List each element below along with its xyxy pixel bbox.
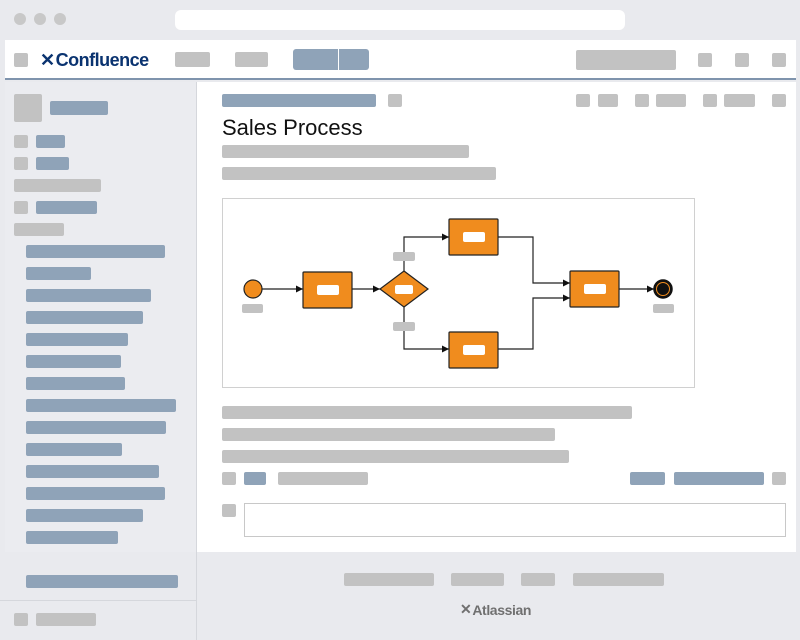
body-text-line — [222, 428, 555, 441]
label-tag[interactable] — [630, 472, 665, 485]
commenter-avatar — [222, 504, 236, 517]
gateway-label — [395, 285, 413, 294]
create-dropdown-button[interactable] — [339, 49, 369, 70]
sidebar-border — [196, 552, 197, 640]
help-icon[interactable] — [698, 53, 712, 67]
sidebar-item-pages[interactable] — [36, 135, 65, 148]
edit-icon[interactable] — [576, 94, 590, 107]
breadcrumb[interactable] — [222, 94, 376, 107]
page-tree-item[interactable] — [26, 487, 165, 500]
window-maximize-dot[interactable] — [54, 13, 66, 25]
like-icon[interactable] — [222, 472, 236, 485]
flow-arrow — [498, 236, 570, 287]
label-tag[interactable] — [674, 472, 764, 485]
task-label — [463, 232, 485, 242]
condition-label — [393, 322, 415, 331]
window-minimize-dot[interactable] — [34, 13, 46, 25]
footer-link[interactable] — [573, 573, 664, 586]
end-label — [653, 304, 674, 313]
space-name[interactable] — [50, 101, 108, 115]
collapse-sidebar-icon[interactable] — [14, 613, 28, 626]
footer-link[interactable] — [521, 573, 555, 586]
app-name: Confluence — [55, 49, 150, 70]
page-tree-item[interactable] — [26, 289, 151, 302]
space-logo[interactable] — [14, 94, 42, 122]
space-tools-link[interactable] — [26, 575, 178, 588]
page-title: Sales Process — [222, 115, 363, 140]
page-tree-item[interactable] — [26, 355, 121, 368]
page-tree-item[interactable] — [26, 311, 143, 324]
page-tree-item[interactable] — [26, 377, 125, 390]
nav-item-spaces[interactable] — [175, 52, 210, 67]
like-button[interactable] — [244, 472, 266, 485]
edit-labels-icon[interactable] — [772, 472, 786, 485]
sidebar-divider — [0, 600, 197, 601]
notifications-icon[interactable] — [735, 53, 749, 67]
app-switcher-icon[interactable] — [14, 53, 28, 67]
page-tree-item[interactable] — [26, 399, 176, 412]
avatar[interactable] — [772, 53, 786, 67]
page-metadata — [222, 167, 496, 180]
window-close-dot[interactable] — [14, 13, 26, 25]
create-button[interactable] — [293, 49, 338, 70]
start-event — [243, 279, 263, 299]
task-label — [317, 285, 339, 295]
body-text-line — [222, 450, 569, 463]
confluence-logo-icon: ✕ — [40, 49, 55, 70]
sidebar-footer-link[interactable] — [36, 613, 96, 626]
body-text-line — [222, 406, 632, 419]
footer-brand: Atlassian — [472, 601, 531, 618]
condition-label — [393, 252, 415, 261]
shortcut-icon — [14, 201, 28, 214]
nav-item-people[interactable] — [235, 52, 268, 67]
confluence-logo[interactable]: ✕ Confluence — [40, 49, 149, 71]
flow-arrow — [498, 294, 570, 350]
page-tree-item[interactable] — [26, 509, 143, 522]
page-tree-item[interactable] — [26, 267, 91, 280]
blog-icon — [14, 157, 28, 170]
page-byline — [222, 145, 469, 158]
task-label — [463, 345, 485, 355]
watch-icon[interactable] — [635, 94, 649, 107]
like-summary — [278, 472, 368, 485]
atlassian-logo: ✕ Atlassian — [460, 601, 531, 618]
page-tree-item[interactable] — [26, 333, 128, 346]
search-input[interactable] — [576, 50, 676, 70]
edit-button[interactable] — [598, 94, 618, 107]
page-tree-item[interactable] — [26, 465, 159, 478]
atlassian-logo-icon: ✕ — [460, 601, 472, 617]
more-actions-icon[interactable] — [772, 94, 786, 107]
watch-button[interactable] — [656, 94, 686, 107]
breadcrumb-more-icon[interactable] — [388, 94, 402, 107]
start-label — [242, 304, 263, 313]
comment-input[interactable] — [244, 503, 786, 537]
sidebar-item-blog[interactable] — [36, 157, 69, 170]
page-tree-heading — [14, 223, 64, 236]
address-bar[interactable] — [175, 10, 625, 30]
share-icon[interactable] — [703, 94, 717, 107]
task-label — [584, 284, 606, 294]
pages-icon — [14, 135, 28, 148]
footer-link[interactable] — [344, 573, 434, 586]
share-button[interactable] — [724, 94, 755, 107]
page-tree-item[interactable] — [26, 245, 165, 258]
page-tree-item[interactable] — [26, 531, 118, 544]
flow-arrow — [403, 331, 449, 353]
sidebar-item-shortcut[interactable] — [36, 201, 97, 214]
page-tree-item[interactable] — [26, 443, 122, 456]
page-tree-item[interactable] — [26, 421, 166, 434]
footer-link[interactable] — [451, 573, 504, 586]
sidebar-section-heading — [14, 179, 101, 192]
